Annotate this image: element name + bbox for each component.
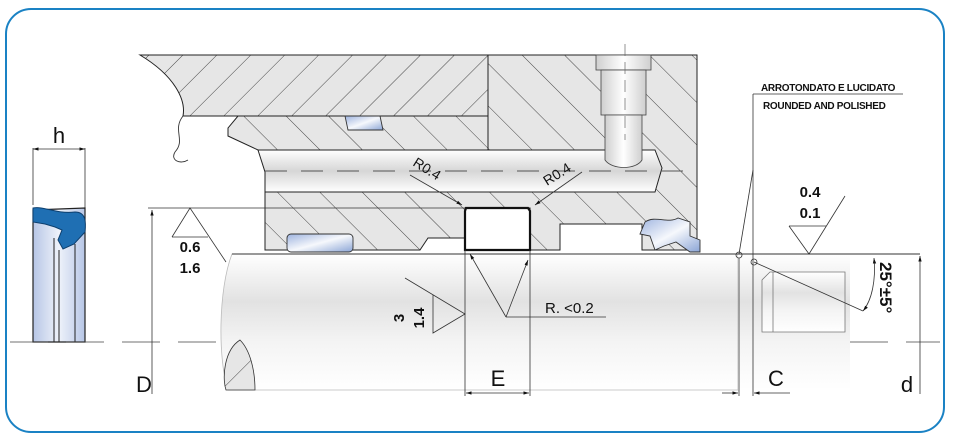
dimension-d-label: d: [901, 372, 913, 397]
housing: [138, 44, 701, 253]
seal-profile: h: [32, 123, 86, 343]
dimension-C-label: C: [768, 366, 784, 391]
roughness-flank-upper: 3: [391, 314, 408, 322]
roughness-bore-lower: 1.6: [180, 260, 201, 277]
dimension-D-label: D: [136, 372, 152, 397]
drawing-frame: [5, 8, 945, 433]
wiper-seal: [639, 217, 701, 253]
dimension-h-label: h: [53, 123, 65, 148]
roughness-rod-upper: 0.4: [800, 184, 822, 201]
note-english: ROUNDED AND POLISHED: [763, 101, 886, 112]
angle-label: 25°±5°: [876, 262, 895, 313]
radius-bottom-label: R. <0.2: [545, 300, 594, 317]
note-italian: ARROTONDATO E LUCIDATO: [761, 83, 896, 94]
roughness-rod-lower: 0.1: [800, 205, 821, 222]
dimension-E-label: E: [491, 366, 506, 391]
rod: [220, 253, 920, 391]
roughness-flank-lower: 1.4: [411, 307, 428, 329]
roughness-bore-upper: 0.6: [180, 239, 201, 256]
